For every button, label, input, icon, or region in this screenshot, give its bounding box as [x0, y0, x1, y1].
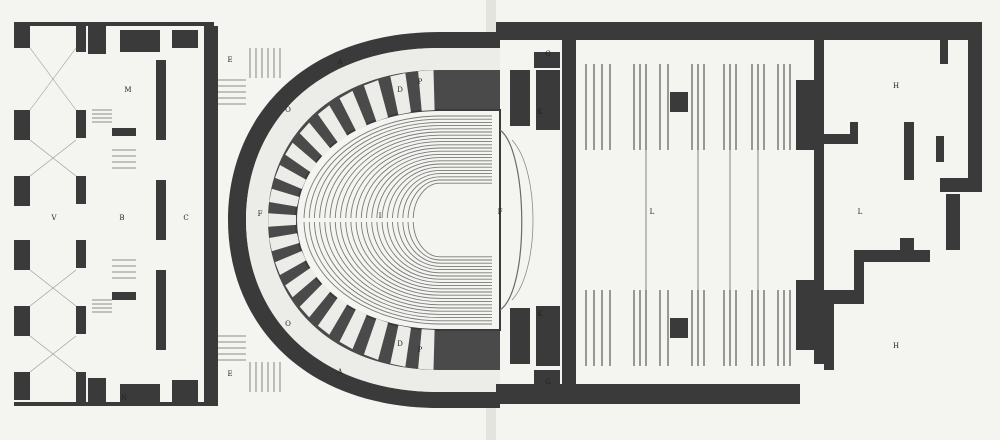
room-label: N	[121, 394, 127, 402]
room-label: A	[336, 58, 343, 66]
room-label: K	[537, 108, 543, 116]
box-partition	[269, 188, 300, 207]
stage-house	[496, 22, 982, 404]
box-partition	[299, 283, 331, 318]
box-partition	[285, 267, 317, 298]
room-label: E	[227, 370, 232, 378]
box-partition	[285, 142, 317, 173]
room-label: M	[124, 86, 131, 94]
room-label: L	[858, 208, 863, 216]
room-label: L	[650, 208, 655, 216]
room-label: I	[379, 212, 382, 220]
box-partition	[317, 105, 348, 143]
box-partition	[275, 165, 306, 189]
room-label: D	[397, 340, 403, 348]
box-partition	[269, 233, 300, 252]
box-partition	[339, 90, 367, 131]
room-label: K	[537, 310, 543, 318]
room-label: P	[418, 78, 423, 86]
entrance-wing	[14, 22, 218, 406]
room-label: D	[397, 86, 403, 94]
orchestra-pit	[499, 129, 523, 311]
box-partition	[339, 309, 367, 350]
room-label: P	[418, 346, 423, 354]
room-label: O	[285, 106, 291, 114]
service-stair	[534, 371, 560, 385]
stair-treads	[92, 48, 281, 392]
box-partition	[363, 318, 389, 360]
box-partition	[418, 70, 435, 111]
room-label: F	[258, 210, 263, 218]
room-label: H	[893, 342, 899, 350]
box-partition	[268, 213, 297, 227]
room-label: E	[227, 56, 232, 64]
box-partition	[363, 80, 389, 122]
room-label: O	[285, 320, 291, 328]
box-partitions	[268, 70, 435, 370]
box-partition	[390, 73, 411, 115]
room-label: G	[545, 50, 551, 58]
room-label: C	[183, 214, 188, 222]
stage-floor-grooves	[585, 64, 791, 366]
room-labels: V B C E E A A D D G G H H K K F F I L L M N O O P P	[50, 50, 899, 402]
room-label: B	[119, 214, 124, 222]
box-partition	[418, 329, 435, 370]
room-label: H	[893, 82, 899, 90]
room-label: F	[498, 208, 503, 216]
room-label: G	[545, 378, 551, 386]
box-partition	[317, 297, 348, 335]
vault-diagonals	[29, 47, 77, 373]
proscenium-line	[511, 139, 534, 301]
box-partition	[299, 122, 331, 157]
room-label: V	[50, 214, 57, 222]
box-partition	[390, 325, 411, 367]
box-partition	[275, 251, 306, 275]
room-label: A	[336, 368, 343, 376]
